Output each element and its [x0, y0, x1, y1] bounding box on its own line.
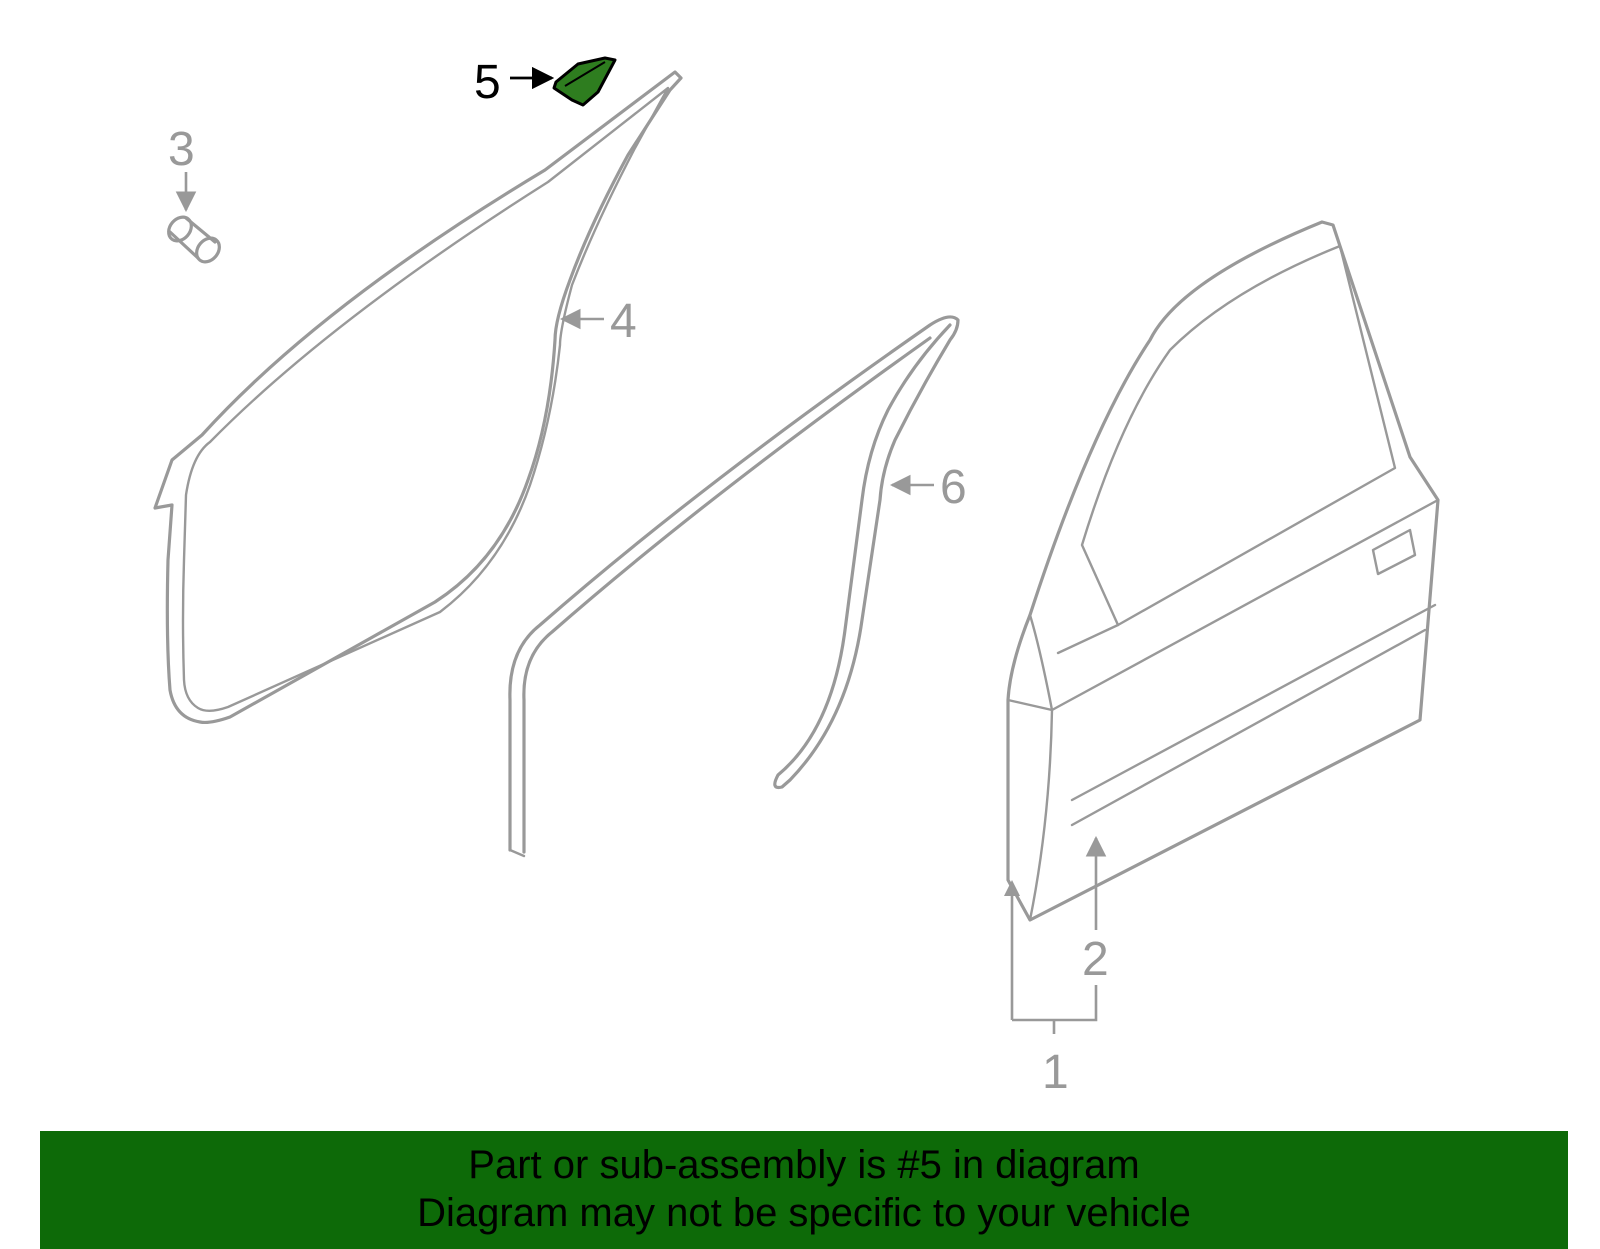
part-4-weatherstrip: [153, 70, 683, 725]
callout-4: 4: [559, 295, 637, 348]
callout-5: 5: [474, 56, 555, 109]
svg-text:5: 5: [474, 56, 501, 109]
svg-text:4: 4: [610, 295, 637, 348]
callout-3: 3: [168, 123, 197, 213]
part-5-corner-piece: [552, 56, 617, 107]
disclaimer-banner: Part or sub-assembly is #5 in diagram Di…: [40, 1131, 1568, 1249]
part-1-door-assembly: [1006, 220, 1440, 922]
svg-text:6: 6: [940, 461, 967, 514]
svg-text:1: 1: [1042, 1046, 1069, 1099]
callout-6: 6: [889, 461, 967, 514]
callout-1: 1: [1004, 880, 1098, 1099]
svg-text:3: 3: [168, 123, 195, 176]
part-6-door-weatherstrip: [508, 315, 960, 858]
banner-line-2: Diagram may not be specific to your vehi…: [417, 1191, 1191, 1235]
banner-line-1: Part or sub-assembly is #5 in diagram: [468, 1143, 1140, 1187]
svg-text:2: 2: [1082, 933, 1109, 986]
part-3-plug: [167, 215, 221, 264]
parts-diagram: 3 4 5 6 2: [153, 56, 1440, 1099]
callout-2: 2: [1082, 835, 1109, 986]
